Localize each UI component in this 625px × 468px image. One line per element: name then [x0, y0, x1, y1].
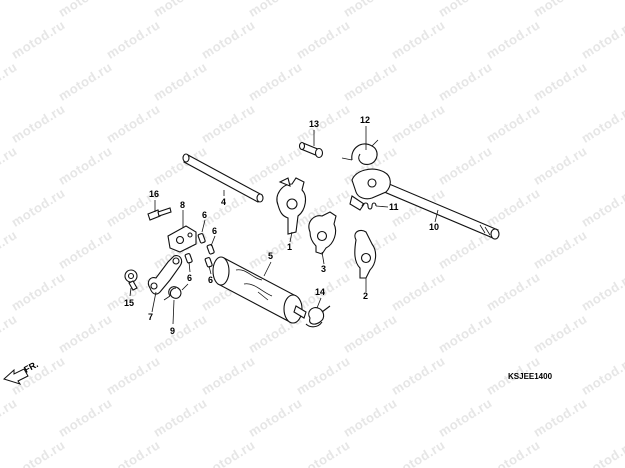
diagram-code: KSJEE1400: [508, 372, 553, 381]
part-10-shift-shaft[interactable]: [349, 168, 500, 240]
callout-6c: 6: [187, 273, 192, 283]
callout-14: 14: [315, 287, 325, 297]
leader-lines: [129, 126, 439, 325]
callout-16: 16: [149, 189, 159, 199]
callout-1: 1: [287, 242, 292, 252]
part-3-shift-fork[interactable]: [308, 211, 337, 255]
callout-9: 9: [170, 326, 175, 336]
part-2-shift-fork[interactable]: [354, 229, 377, 279]
callout-11: 11: [389, 202, 399, 212]
part-15-bolt[interactable]: [124, 269, 138, 291]
callout-6d: 6: [208, 275, 213, 285]
front-arrow-icon: [3, 368, 29, 385]
callout-6a: 6: [202, 210, 207, 220]
callout-7: 7: [148, 312, 153, 322]
part-7-stopper-arm[interactable]: [147, 255, 183, 295]
callout-15: 15: [124, 298, 134, 308]
part-11-spring[interactable]: [361, 202, 377, 210]
callout-3: 3: [321, 264, 326, 274]
callout-8: 8: [180, 200, 185, 210]
callout-12: 12: [360, 115, 370, 125]
part-4-shaft[interactable]: [182, 153, 264, 203]
part-9-spring[interactable]: [163, 283, 189, 301]
part-13-pin[interactable]: [298, 141, 324, 159]
callout-13: 13: [309, 119, 319, 129]
callout-2: 2: [363, 291, 368, 301]
part-1-shift-fork[interactable]: [276, 177, 307, 235]
part-6-pins[interactable]: [184, 233, 215, 268]
part-12-spring[interactable]: [341, 139, 379, 165]
part-5-shift-drum[interactable]: [212, 256, 307, 324]
part-8-stopper-plate[interactable]: [167, 225, 197, 253]
front-label: FR.: [22, 359, 39, 375]
part-16-bolt[interactable]: [147, 207, 172, 221]
callout-4: 4: [221, 197, 226, 207]
front-direction-indicator: FR.: [3, 359, 40, 385]
part-14-spring[interactable]: [305, 305, 331, 328]
callouts: 13 12 16 8 4 6 6 6 6 5 1 3 2 10 11 15 7 …: [124, 115, 439, 336]
callout-5: 5: [268, 251, 273, 261]
callout-10: 10: [429, 222, 439, 232]
callout-6b: 6: [212, 226, 217, 236]
